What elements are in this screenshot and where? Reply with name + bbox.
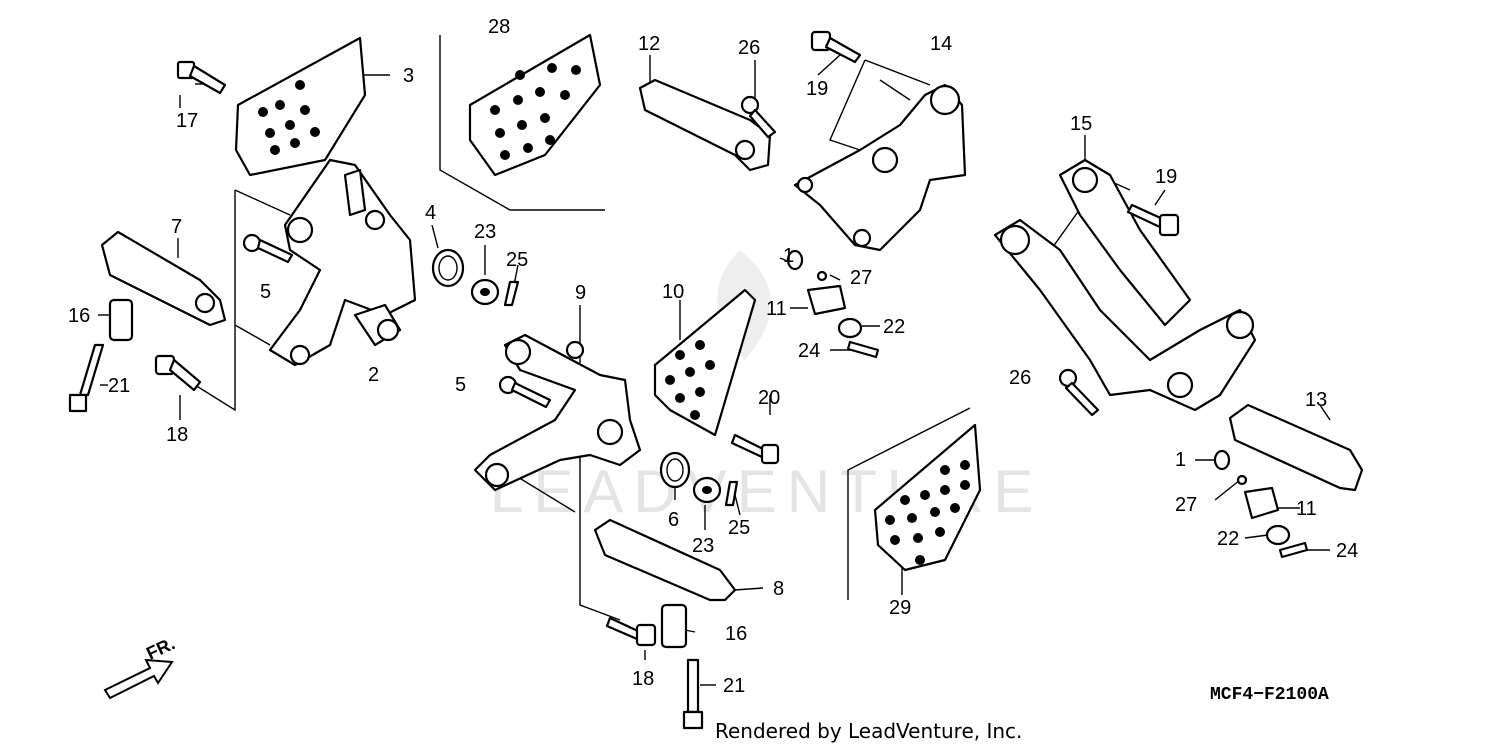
part-18-bolt-bottom <box>605 616 657 647</box>
callout: 15 <box>1070 113 1092 135</box>
part-27-ball <box>816 270 828 282</box>
callout: 7 <box>171 216 182 238</box>
part-5-pin-center <box>498 375 552 409</box>
part-21-pin-bottom <box>682 658 704 730</box>
callout: 25 <box>728 517 750 539</box>
part-17-bolt <box>176 60 227 95</box>
callout: 28 <box>488 16 510 38</box>
callout: 4 <box>425 202 436 224</box>
callout: 14 <box>930 33 952 55</box>
part-14-step-bracket <box>793 83 967 252</box>
part-20-bolt <box>730 433 780 465</box>
callout: 23 <box>474 221 496 243</box>
part-24-cotter-pin-right <box>1278 541 1309 559</box>
part-3-heel-guard <box>234 36 367 177</box>
callout: 24 <box>798 340 820 362</box>
front-direction-arrow: FR. <box>103 633 178 700</box>
part-25-cotter-pin <box>503 280 520 307</box>
callout: 22 <box>883 316 905 338</box>
callout: 2 <box>368 364 379 386</box>
callout: 1 <box>783 245 794 267</box>
callout: 9 <box>575 282 586 304</box>
callout: 11 <box>1296 498 1317 520</box>
callout: 27 <box>1175 494 1197 516</box>
part-12-footpeg <box>638 78 772 172</box>
callout: 18 <box>166 424 188 446</box>
callout: 10 <box>662 281 684 303</box>
callout: 8 <box>773 578 784 600</box>
part-19-bolt <box>810 30 862 64</box>
callout: 12 <box>638 33 660 55</box>
callout: 26 <box>1009 367 1031 389</box>
part-23-washer <box>470 278 500 306</box>
callout: 1 <box>1175 449 1186 471</box>
front-label: FR. <box>143 633 178 663</box>
leader-lines <box>98 35 1331 686</box>
callout: 16 <box>68 305 90 327</box>
part-8-footpeg <box>593 518 737 602</box>
part-16-collar-bottom <box>660 603 688 649</box>
callout: 5 <box>260 281 271 303</box>
part-26-pin-right <box>1058 368 1100 417</box>
callout: 13 <box>1305 389 1327 411</box>
part-25-cotter-pin-center <box>724 480 739 507</box>
callout: 6 <box>668 509 679 531</box>
part-7-footpeg <box>100 230 227 327</box>
callout: 11 <box>766 298 787 320</box>
part-1-spring-right <box>1213 449 1231 471</box>
callout: 20 <box>758 387 780 409</box>
part-2-step-bracket <box>268 158 417 367</box>
callout: 27 <box>850 267 872 289</box>
part-26-pin <box>740 95 777 139</box>
callout: 21 <box>108 375 130 397</box>
part-13-footpeg <box>1228 403 1364 492</box>
part-27-ball-right <box>1236 474 1248 486</box>
callout: 18 <box>632 668 654 690</box>
callout: 17 <box>176 110 198 132</box>
part-11-detent <box>806 284 847 316</box>
part-29-heel-guard <box>873 423 982 572</box>
part-21-pin <box>68 343 105 413</box>
callout: 29 <box>889 597 911 619</box>
part-19-bolt-right <box>1126 203 1180 237</box>
part-1-spring <box>786 249 804 271</box>
callout: 16 <box>725 623 747 645</box>
callout: 22 <box>1217 528 1239 550</box>
part-22-washer <box>837 317 863 339</box>
part-22-washer-right <box>1265 524 1291 546</box>
callout: 25 <box>506 249 528 271</box>
part-6-spring <box>659 451 691 489</box>
callout: 23 <box>692 535 714 557</box>
part-23-washer-center <box>692 476 722 504</box>
callout: 19 <box>806 78 828 100</box>
callout: 3 <box>403 65 414 87</box>
part-24-cotter-pin <box>846 340 880 359</box>
part-18-bolt <box>154 354 202 392</box>
callout: 21 <box>723 675 745 697</box>
callouts: 1 1 2 3 4 5 5 6 7 8 9 10 11 11 12 13 14 … <box>68 16 1358 697</box>
callout: 26 <box>738 37 760 59</box>
part-4-spring <box>431 248 465 288</box>
callout: 19 <box>1155 166 1177 188</box>
callout: 24 <box>1336 540 1358 562</box>
part-11-detent-right <box>1243 486 1280 520</box>
part-15-step-bracket <box>993 158 1257 412</box>
part-16-collar <box>108 298 134 342</box>
part-10-heel-guard <box>653 288 757 437</box>
part-28-heel-guard <box>468 33 602 177</box>
part-5-pin <box>242 233 294 264</box>
part-9-step-bracket <box>473 333 642 492</box>
credit-text: Rendered by LeadVenture, Inc. <box>715 719 1022 743</box>
callout: 5 <box>455 374 466 396</box>
diagram-code: MCF4−F2100A <box>1210 685 1329 705</box>
